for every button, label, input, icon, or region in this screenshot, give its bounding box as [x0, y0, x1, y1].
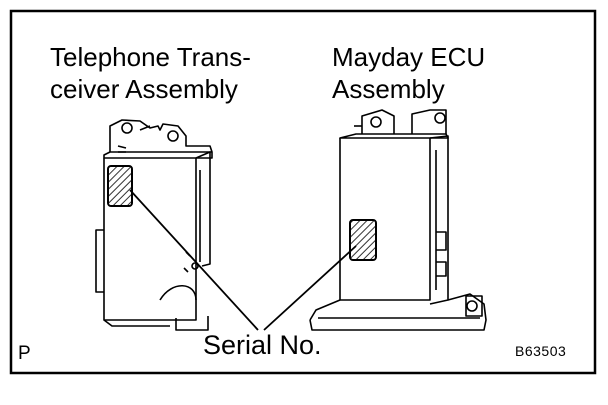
serial-number-label: Serial No. — [203, 330, 322, 360]
figure-frame — [9, 9, 597, 375]
ecu-label-line1: Mayday ECU — [332, 42, 486, 72]
telephone-transceiver-assembly — [95, 119, 213, 331]
leader-line-telephone — [129, 189, 259, 331]
telephone-serial-plate — [107, 165, 133, 207]
telephone-label-line2: ceiver Assembly — [50, 74, 238, 104]
mayday-ecu-assembly — [309, 109, 487, 331]
figure-code: B63503 — [515, 343, 567, 359]
ecu-serial-plate — [349, 219, 377, 261]
leader-line-ecu — [263, 245, 357, 331]
corner-mark: P — [18, 343, 31, 364]
telephone-label-line1: Telephone Trans- — [50, 42, 251, 72]
ecu-label-line2: Assembly — [332, 74, 445, 104]
